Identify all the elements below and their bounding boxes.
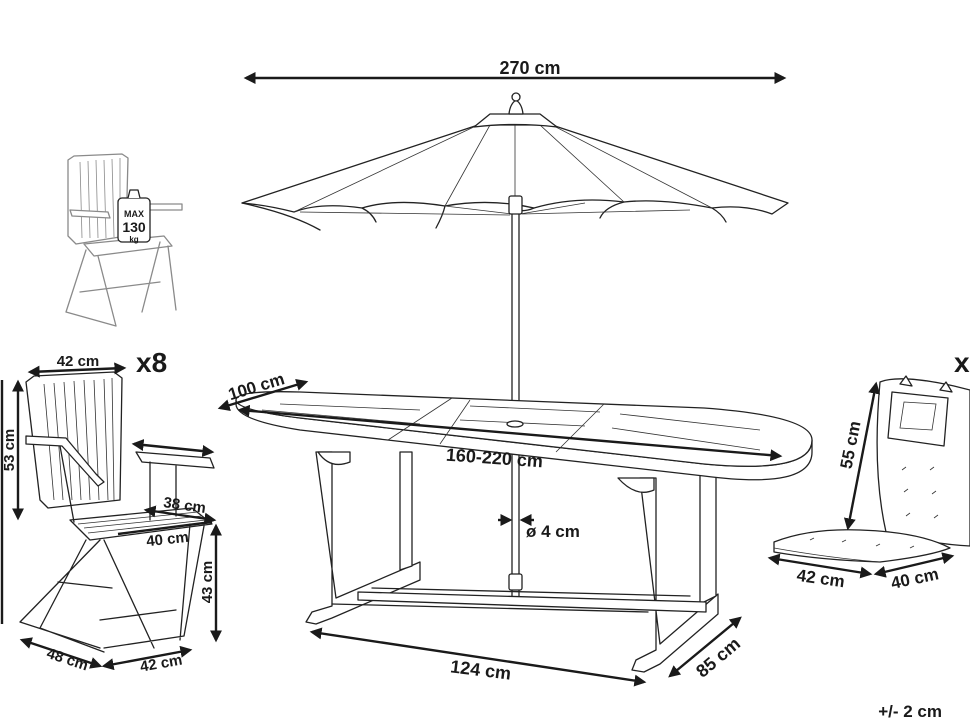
table-base-depth-dimension-line	[668, 616, 742, 678]
chair-seat-height-label: 43 cm	[199, 561, 216, 604]
chair: 42 cm x8 53 cm 38 cm 40 cm 43 cm 48 cm 4…	[0, 347, 222, 676]
pole-diameter-label: ø 4 cm	[526, 522, 580, 541]
table-width-dimension-line	[217, 379, 309, 411]
chair-base-depth-label: 48 cm	[45, 645, 91, 674]
table-base-depth-label: 85 cm	[692, 633, 744, 681]
chair-arm-depth-dimension-line	[131, 439, 215, 457]
table-base-left-frame	[305, 451, 421, 625]
weight-badge-line2: 130	[122, 219, 146, 235]
chair-back-width-dimension-line	[27, 362, 127, 378]
chair-back-height-label: 53 cm	[1, 429, 18, 472]
chair-seat-depth-label: 38 cm	[162, 494, 206, 517]
chair-base-width-dimension-line	[101, 645, 193, 671]
chair-left-armrest	[25, 435, 105, 487]
cushion-seat-depth-dimension-line	[873, 552, 955, 578]
weight-badge-line1: MAX	[124, 209, 144, 219]
table-length-dimension-line	[237, 404, 783, 462]
table-stretcher	[357, 591, 707, 613]
chair-base-width-label: 42 cm	[139, 652, 184, 676]
cushion-headrest-pocket	[887, 391, 949, 447]
weight-badge-line3: kg	[129, 235, 138, 244]
umbrella-width-label: 270 cm	[499, 58, 560, 78]
chair-back-width-label: 42 cm	[57, 353, 100, 370]
table-base-length-dimension-line	[309, 627, 647, 687]
chair-load-illustration: MAX 130 kg	[65, 153, 183, 327]
cushion-quantity-label: x	[954, 347, 970, 378]
chair-seat-width-label: 40 cm	[145, 529, 189, 550]
chair-right-armrest	[135, 451, 215, 469]
chair-base-depth-dimension-line	[19, 637, 103, 669]
chair-quantity-label: x8	[136, 347, 167, 378]
cushion-back-height-dimension-line	[843, 381, 881, 531]
cushion-seat-width-dimension-line	[767, 553, 873, 579]
umbrella-vent	[473, 113, 558, 128]
chair-seat-depth-dimension-line	[143, 505, 217, 525]
tolerance-note: +/- 2 cm	[878, 702, 942, 721]
pole-hub	[508, 195, 523, 215]
